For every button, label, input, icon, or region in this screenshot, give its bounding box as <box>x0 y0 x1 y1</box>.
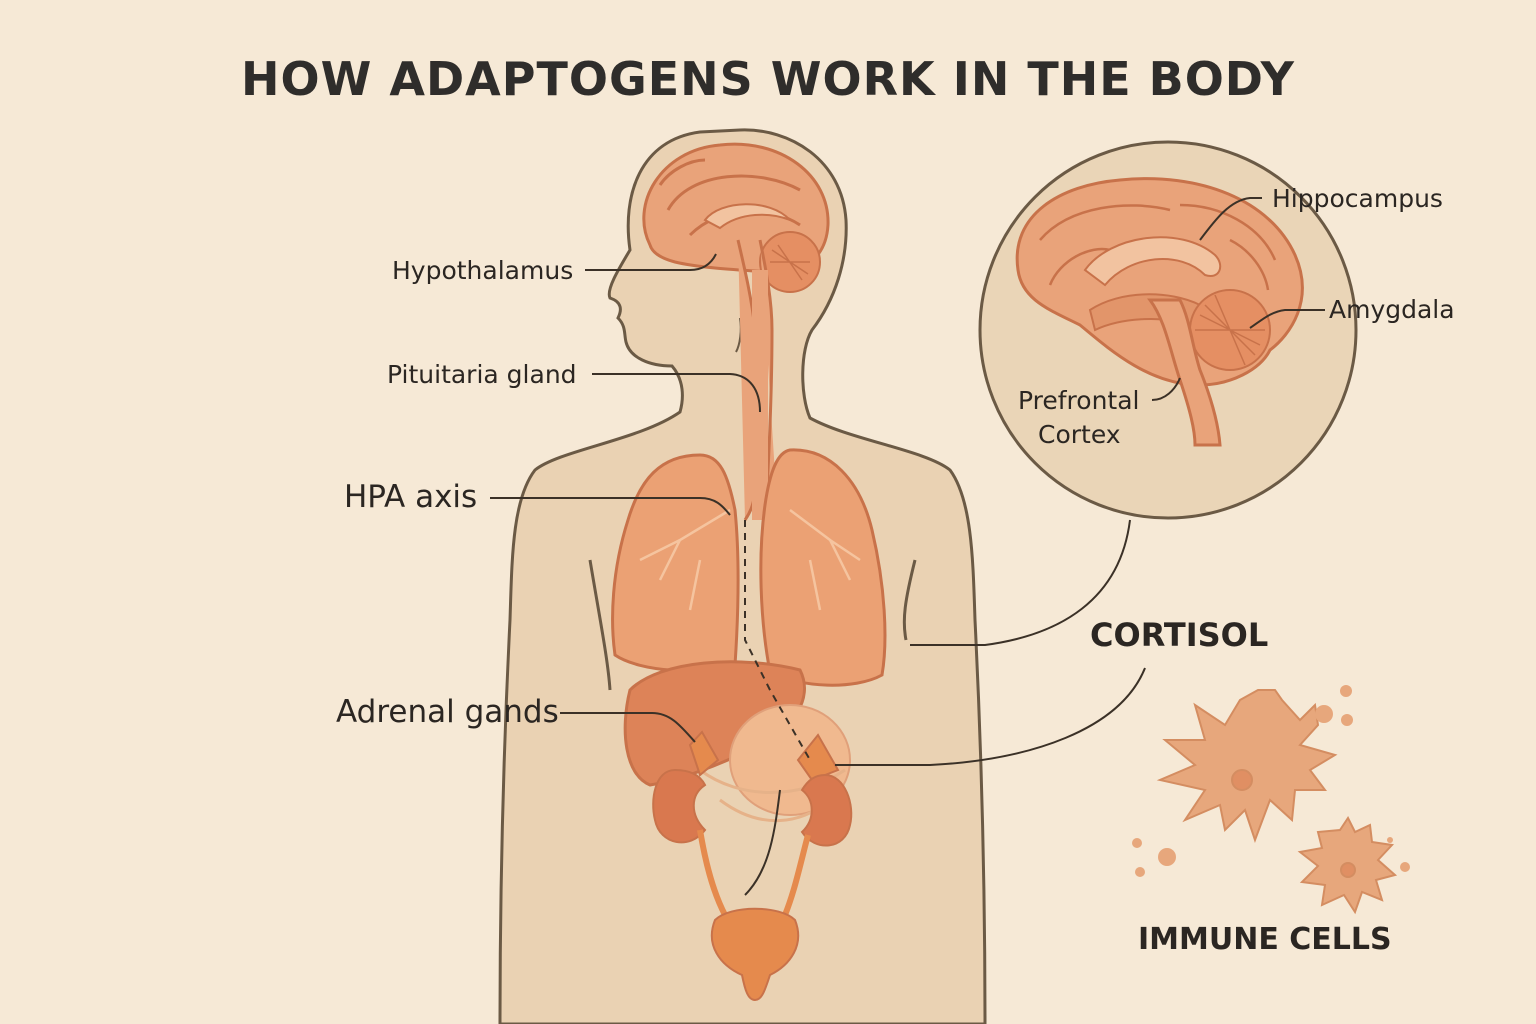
amygdala-leader <box>1249 309 1325 329</box>
right-lung <box>759 448 887 687</box>
brain-head <box>642 142 830 293</box>
prefrontal-leader <box>1151 377 1181 401</box>
page-title: HOW ADAPTOGENS WORK IN THE BODY <box>241 52 1295 106</box>
hpa-axis-leader <box>490 497 731 516</box>
left-kidney <box>652 768 707 844</box>
label-amygdala: Amygdala <box>1329 295 1455 324</box>
immune-particles <box>1132 685 1410 877</box>
label-immune-cells: IMMUNE CELLS <box>1138 922 1392 957</box>
label-hippocampus: Hippocampus <box>1272 184 1443 213</box>
label-hpa-axis: HPA axis <box>344 479 478 515</box>
label-adrenal-glands: Adrenal gands <box>336 694 559 730</box>
body-silhouette <box>498 128 987 1024</box>
brain-inset <box>978 140 1358 520</box>
label-cortisol: CORTISOL <box>1090 616 1269 654</box>
hippocampus-leader <box>1199 197 1262 241</box>
immune-cell-large <box>1156 689 1338 843</box>
label-cortex: Cortex <box>1038 420 1121 449</box>
immune-cell-small <box>1297 816 1398 915</box>
tube-fill <box>752 270 768 520</box>
pituitary-leader <box>592 373 761 413</box>
label-prefrontal: Prefrontal <box>1018 386 1140 415</box>
bladder <box>710 907 800 1002</box>
adrenal-leader <box>560 712 696 743</box>
left-adrenal-gland <box>688 730 720 777</box>
label-hypothalamus: Hypothalamus <box>392 256 574 285</box>
bronchi <box>639 508 861 611</box>
cortisol-leader-upper <box>910 519 1131 646</box>
hpa-dashed-line <box>744 520 811 761</box>
ureters <box>697 829 811 917</box>
right-kidney <box>800 773 853 847</box>
hypothalamus-leader <box>585 253 717 271</box>
left-arm-line <box>588 559 612 691</box>
right-adrenal-gland <box>796 733 840 782</box>
right-arm-line <box>902 559 917 641</box>
label-pituitary-gland: Pituitaria gland <box>387 360 577 389</box>
bladder-lead-line <box>744 789 781 896</box>
cortisol-leader-lower <box>835 667 1146 766</box>
